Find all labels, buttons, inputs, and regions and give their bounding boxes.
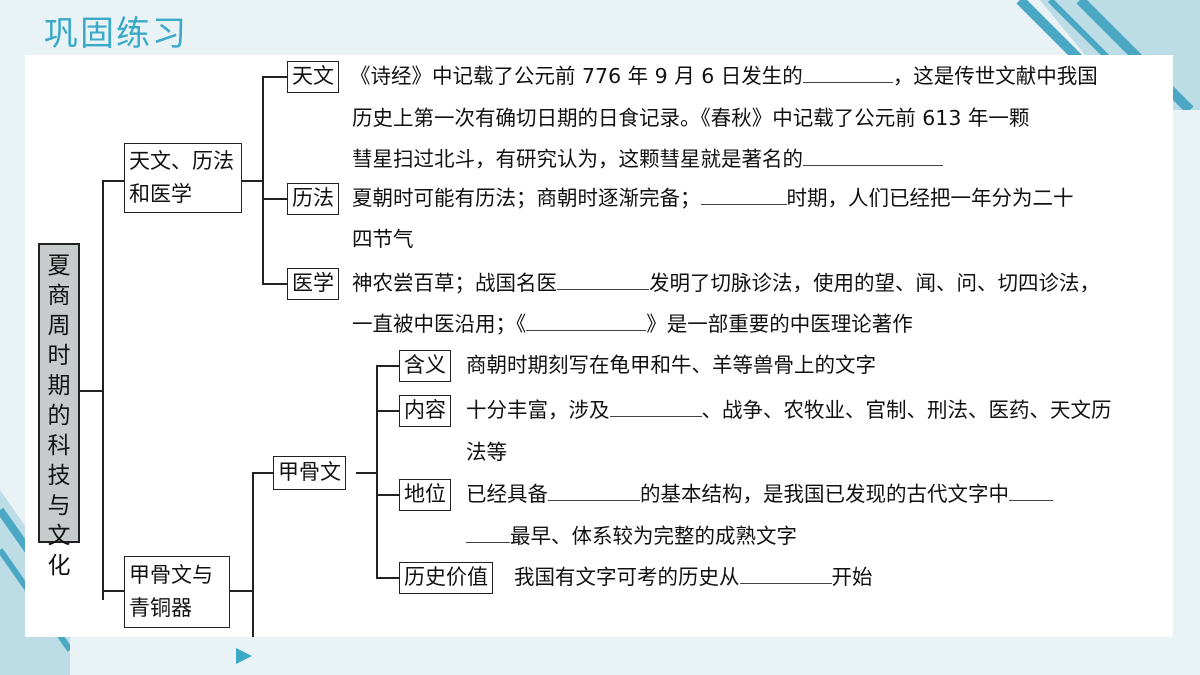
connector xyxy=(262,283,288,285)
astronomy-text-3: 彗星扫过北斗，有研究认为，这颗彗星就是著名的 xyxy=(352,147,803,171)
fill-blank[interactable] xyxy=(739,559,832,584)
calendar-line1: 夏朝时可能有历法；商朝时逐渐完备； 时期，人们已经把一年分为二十 xyxy=(352,178,1074,219)
fill-blank[interactable] xyxy=(466,518,510,543)
connector xyxy=(376,577,400,579)
branch-science-line2: 和医学 xyxy=(129,182,192,206)
astronomy-text-1b: ，这是传世文献中我国 xyxy=(892,64,1098,88)
node-oracle-bone: 甲骨文 xyxy=(273,456,346,490)
astronomy-line2: 历史上第一次有确切日期的日食记录。《春秋》中记载了公元前 613 年一颗 xyxy=(352,106,1030,130)
connector xyxy=(262,198,288,200)
status-line1: 已经具备 的基本结构，是我国已发现的古代文字中 xyxy=(466,474,1053,515)
node-calendar: 历法 xyxy=(287,183,339,215)
status-text-1b: 的基本结构，是我国已发现的古代文字中 xyxy=(640,482,1009,506)
meaning-text: 商朝时期刻写在龟甲和牛、羊等兽骨上的文字 xyxy=(466,353,876,377)
branch-science-line1: 天文、历法 xyxy=(129,149,234,173)
node-meaning: 含义 xyxy=(399,350,451,382)
triangle-decoration xyxy=(236,648,252,664)
connector xyxy=(252,472,274,474)
fill-blank[interactable] xyxy=(557,265,649,290)
connector xyxy=(376,494,400,496)
page-title: 巩固练习 xyxy=(44,14,188,54)
branch-oracle-line1: 甲骨文与 xyxy=(129,563,213,587)
fill-blank[interactable] xyxy=(700,180,787,205)
connector xyxy=(230,590,254,592)
fill-blank[interactable] xyxy=(1009,476,1053,501)
connector xyxy=(102,180,104,600)
medicine-text-2b: 》是一部重要的中医理论著作 xyxy=(646,312,913,336)
calendar-text-1b: 时期，人们已经把一年分为二十 xyxy=(786,186,1074,210)
node-medicine: 医学 xyxy=(287,268,339,300)
medicine-line2: 一直被中医沿用；《 》是一部重要的中医理论著作 xyxy=(352,304,913,345)
connector xyxy=(242,180,264,182)
connector xyxy=(102,590,124,592)
connector xyxy=(376,410,400,412)
medicine-line1: 神农尝百草；战国名医 发明了切脉诊法，使用的望、闻、问、切四诊法， xyxy=(352,263,1100,304)
node-astronomy: 天文 xyxy=(287,61,339,93)
calendar-line2: 四节气 xyxy=(352,227,414,251)
value-text-b: 开始 xyxy=(831,565,873,589)
connector xyxy=(102,180,124,182)
branch-oracle-line2: 青铜器 xyxy=(129,596,192,620)
connector xyxy=(252,472,254,637)
astronomy-line3: 彗星扫过北斗，有研究认为，这颗彗星就是著名的 xyxy=(352,139,943,180)
fill-blank[interactable] xyxy=(548,476,640,501)
medicine-text-2a: 一直被中医沿用；《 xyxy=(352,312,527,336)
value-text-a: 我国有文字可考的历史从 xyxy=(514,565,740,589)
content-text-1b: 、战争、农牧业、官制、刑法、医药、天文历 xyxy=(701,398,1112,422)
fill-blank[interactable] xyxy=(802,58,893,83)
content-line1: 十分丰富，涉及 、战争、农牧业、官制、刑法、医药、天文历 xyxy=(466,390,1112,431)
fill-blank[interactable] xyxy=(609,392,702,417)
branch-science: 天文、历法 和医学 xyxy=(124,143,242,213)
connector xyxy=(262,76,264,284)
calendar-text-1a: 夏朝时可能有历法；商朝时逐渐完备； xyxy=(352,186,701,210)
content-line2: 法等 xyxy=(466,440,507,464)
fill-blank[interactable] xyxy=(526,306,647,331)
astronomy-line1: 《诗经》中记载了公元前 776 年 9 月 6 日发生的 ，这是传世文献中我国 xyxy=(350,56,1098,97)
content-text-1a: 十分丰富，涉及 xyxy=(466,398,610,422)
connector xyxy=(356,472,378,474)
status-line2: 最早、体系较为完整的成熟文字 xyxy=(466,516,797,557)
astronomy-text-1a: 《诗经》中记载了公元前 776 年 9 月 6 日发生的 xyxy=(350,64,803,88)
status-text-1a: 已经具备 xyxy=(466,482,548,506)
medicine-text-1a: 神农尝百草；战国名医 xyxy=(352,271,557,295)
connector xyxy=(376,365,400,367)
connector xyxy=(376,365,378,578)
connector xyxy=(80,390,104,392)
status-text-2: 最早、体系较为完整的成熟文字 xyxy=(510,524,797,548)
node-content: 内容 xyxy=(399,395,451,427)
node-historical-value: 历史价值 xyxy=(399,562,493,594)
node-status: 地位 xyxy=(399,479,451,511)
root-node: 夏商周时期的科技与文化 xyxy=(38,243,80,579)
value-line: 我国有文字可考的历史从 开始 xyxy=(514,557,873,598)
connector xyxy=(262,76,288,78)
medicine-text-1b: 发明了切脉诊法，使用的望、闻、问、切四诊法， xyxy=(649,271,1100,295)
branch-oracle-bronze: 甲骨文与 青铜器 xyxy=(124,556,230,628)
fill-blank[interactable] xyxy=(803,141,943,166)
